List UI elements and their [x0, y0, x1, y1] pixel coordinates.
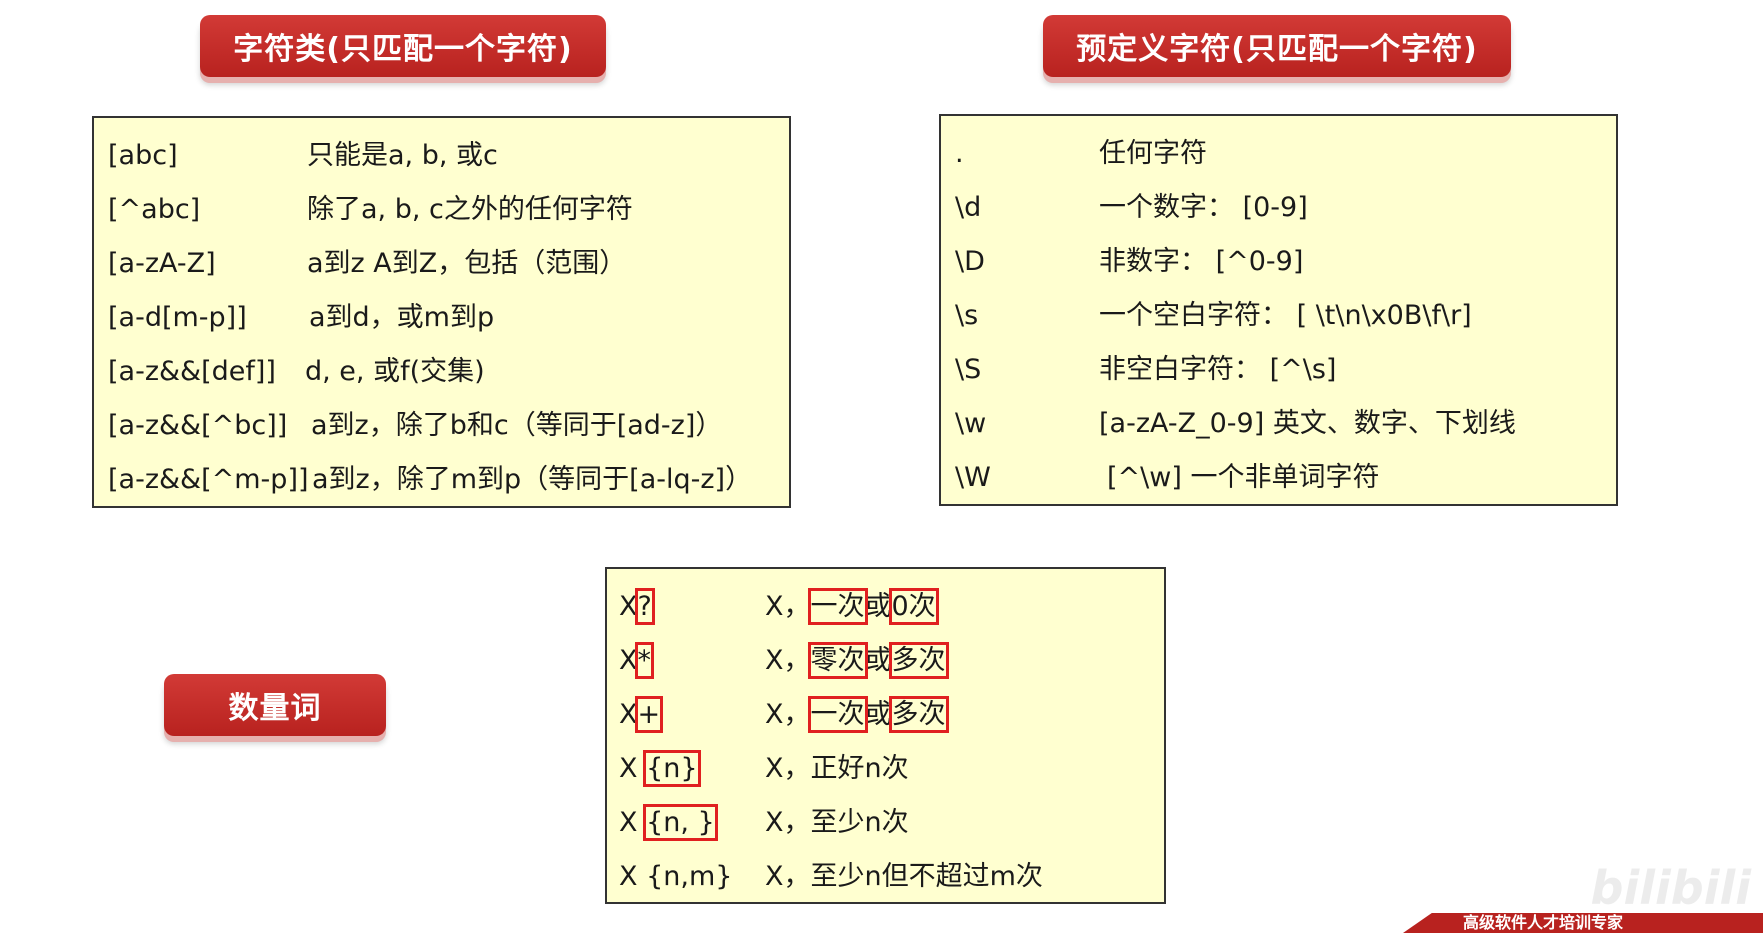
description: 一个空白字符： [ \t\n\x0B\f\r]	[1099, 300, 1472, 331]
table-row: [a-z&&[^bc]] a到z，除了b和c（等同于[ad-z]）	[94, 402, 789, 450]
description: [a-zA-Z_0-9] 英文、数字、下划线	[1099, 408, 1516, 439]
pattern: \d	[955, 192, 982, 223]
table-row: [a-d[m-p]] a到d，或m到p	[94, 294, 789, 342]
table-row: [^abc] 除了a, b, c之外的任何字符	[94, 186, 789, 234]
pattern: \S	[955, 354, 982, 385]
bilibili-watermark: bilibili	[1590, 861, 1751, 915]
description: X，一次或多次	[765, 696, 949, 733]
quantifier-header: 数量词	[164, 674, 386, 736]
description: X，至少n次	[765, 807, 909, 838]
quantifier-symbol: {n, }	[643, 804, 718, 841]
description: X，零次或多次	[765, 642, 949, 679]
table-row: \d 一个数字： [0-9]	[941, 184, 1616, 232]
description: [^\w] 一个非单词字符	[1107, 462, 1380, 493]
pattern: [a-z&&[^bc]]	[108, 410, 288, 441]
pattern: [a-z&&[def]]	[108, 356, 276, 387]
pattern: \W	[955, 462, 991, 493]
description: a到z，除了b和c（等同于[ad-z]）	[311, 410, 723, 441]
pattern: [abc]	[108, 140, 178, 171]
pattern: X+	[619, 696, 664, 733]
quantifier-symbol: ?	[634, 588, 655, 625]
table-row: X {n, } X，至少n次	[607, 799, 1164, 847]
quantifier-symbol: *	[634, 642, 654, 679]
char-class-panel: [abc]只能是a, b, 或c [^abc]除了a, b, c之外的任何字符 …	[92, 116, 791, 508]
pattern: [a-d[m-p]]	[108, 302, 247, 333]
table-row: [abc] 只能是a, b, 或c	[94, 132, 789, 180]
highlight: 零次	[807, 642, 868, 679]
description: 只能是a, b, 或c	[307, 140, 498, 171]
pattern: \s	[955, 300, 979, 331]
table-row: \S 非空白字符： [^\s]	[941, 346, 1616, 394]
description: a到z A到Z，包括（范围）	[307, 248, 627, 279]
highlight: 0次	[888, 588, 939, 625]
description: X，一次或0次	[765, 588, 939, 625]
pattern: [a-z&&[^m-p]]	[108, 464, 309, 495]
description: 除了a, b, c之外的任何字符	[307, 194, 633, 225]
quantifier-symbol: {n}	[643, 750, 701, 787]
description: 非空白字符： [^\s]	[1099, 354, 1337, 385]
description: X，正好n次	[765, 753, 909, 784]
table-row: [a-z&&[^m-p]]a到z，除了m到p（等同于[a-lq-z]）	[94, 456, 789, 504]
table-row: \s 一个空白字符： [ \t\n\x0B\f\r]	[941, 292, 1616, 340]
highlight: 多次	[888, 642, 949, 679]
table-row: X+ X，一次或多次	[607, 691, 1164, 739]
pattern: \w	[955, 408, 987, 439]
pattern: [^abc]	[108, 194, 201, 225]
table-row: . 任何字符	[941, 130, 1616, 178]
table-row: X {n} X，正好n次	[607, 745, 1164, 793]
char-class-header: 字符类(只匹配一个字符)	[200, 15, 606, 77]
pattern: \D	[955, 246, 985, 277]
description: a到d，或m到p	[309, 302, 495, 333]
highlight: 一次	[807, 696, 868, 733]
table-row: X {n,m} X，至少n但不超过m次	[607, 853, 1164, 901]
description: 一个数字： [0-9]	[1099, 192, 1308, 223]
pattern: .	[955, 138, 964, 169]
pattern: X {n}	[619, 750, 701, 787]
quantifier-symbol: {n,m}	[646, 861, 733, 892]
table-row: \W [^\w] 一个非单词字符	[941, 454, 1616, 502]
quantifier-panel: X? X，一次或0次 X* X，零次或多次 X+ X，一次或多次 X {n} X…	[605, 567, 1166, 904]
description: d, e, 或f(交集)	[305, 356, 485, 387]
description: 非数字： [^0-9]	[1099, 246, 1304, 277]
highlight: 一次	[807, 588, 868, 625]
table-row: X* X，零次或多次	[607, 637, 1164, 685]
footer-banner: 高级软件人才培训专家	[1403, 913, 1763, 933]
table-row: [a-z&&[def]] d, e, 或f(交集)	[94, 348, 789, 396]
table-row: \w [a-zA-Z_0-9] 英文、数字、下划线	[941, 400, 1616, 448]
description: 任何字符	[1099, 138, 1207, 169]
predefined-header: 预定义字符(只匹配一个字符)	[1043, 15, 1511, 77]
predefined-panel: . 任何字符 \d 一个数字： [0-9] \D 非数字： [^0-9] \s 一个空白…	[939, 114, 1618, 506]
pattern: X {n, }	[619, 804, 718, 841]
pattern: X*	[619, 642, 654, 679]
pattern: X?	[619, 588, 655, 625]
description: a到z，除了m到p（等同于[a-lq-z]）	[312, 464, 753, 495]
table-row: X? X，一次或0次	[607, 583, 1164, 631]
table-row: \D 非数字： [^0-9]	[941, 238, 1616, 286]
table-row: [a-zA-Z] a到z A到Z，包括（范围）	[94, 240, 789, 288]
pattern: [a-zA-Z]	[108, 248, 216, 279]
description: X，至少n但不超过m次	[765, 861, 1043, 892]
quantifier-symbol: +	[634, 696, 664, 733]
highlight: 多次	[888, 696, 949, 733]
pattern: X {n,m}	[619, 861, 733, 892]
